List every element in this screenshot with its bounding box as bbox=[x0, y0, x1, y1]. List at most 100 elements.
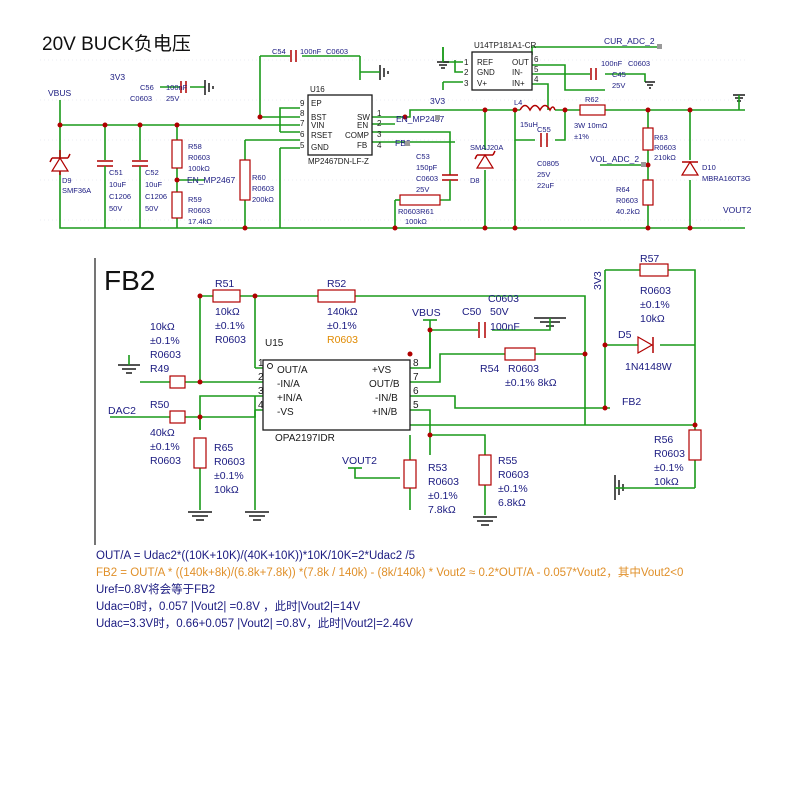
r52-tolerance: ±0.1% bbox=[327, 320, 357, 332]
c45-voltage: 25V bbox=[612, 81, 625, 90]
u15-chip: U15 OPA2197IDR OUT/A -IN/A +IN/A -VS 1 2… bbox=[258, 338, 419, 444]
cap-c54 bbox=[290, 50, 297, 62]
net-3v3-top: 3V3 bbox=[110, 72, 125, 82]
r56-ref: R56 bbox=[654, 434, 673, 446]
c54-ref: C54 bbox=[272, 47, 286, 56]
c53-voltage: 25V bbox=[416, 185, 429, 194]
u14-pin-out: OUT bbox=[512, 58, 529, 67]
r62-ref: R62 bbox=[585, 95, 599, 104]
note-udac-3v3: Udac=3.3V时，0.66+0.057 |Vout2| =0.8V，此时|V… bbox=[96, 618, 413, 630]
top-grid bbox=[40, 59, 745, 221]
r54-ref: R54 bbox=[480, 363, 499, 375]
c51-voltage: 50V bbox=[109, 204, 122, 213]
r59-ref: R59 bbox=[188, 195, 202, 204]
diode-d8 bbox=[474, 150, 496, 169]
r55-value: 6.8kΩ bbox=[498, 497, 526, 509]
u16-num-6: 6 bbox=[300, 130, 305, 139]
net-en-left: EN_MP2467 bbox=[187, 175, 235, 185]
r51-tolerance: ±0.1% bbox=[215, 320, 245, 332]
net-fb2-top: FB2 bbox=[395, 138, 411, 148]
u15-pin-inb-plus: +IN/B bbox=[372, 407, 398, 418]
r59-package: R0603 bbox=[188, 206, 210, 215]
u15-num-6: 6 bbox=[413, 386, 419, 397]
u16-pin-fb: FB bbox=[357, 141, 367, 150]
r58-value: 100kΩ bbox=[188, 164, 210, 173]
c53-package: C0603 bbox=[416, 174, 438, 183]
c52-voltage: 50V bbox=[145, 204, 158, 213]
bottom-junctions bbox=[197, 293, 698, 438]
r57-ref: R57 bbox=[640, 253, 659, 265]
u15-ref: U15 bbox=[265, 338, 284, 349]
r55-ref: R55 bbox=[498, 455, 517, 467]
ground-r49 bbox=[118, 364, 140, 374]
d9-part: SMF36A bbox=[62, 186, 91, 195]
u15-part: OPA2197IDR bbox=[275, 433, 335, 444]
u15-num-3: 3 bbox=[258, 386, 264, 397]
c53-value: 150pF bbox=[416, 163, 438, 172]
r51-package: R0603 bbox=[215, 334, 246, 346]
net-en-right: EN_MP2467 bbox=[396, 114, 444, 124]
note-udac-zero: Udac=0时，0.057 |Vout2| =0.8V ，此时|Vout2|=1… bbox=[96, 601, 361, 613]
top-junctions bbox=[57, 107, 693, 231]
net-cur-adc: CUR_ADC_2 bbox=[604, 36, 655, 46]
u15-num-2: 2 bbox=[258, 372, 264, 383]
c56-value: 100nF bbox=[166, 83, 188, 92]
c45-package: C0603 bbox=[628, 59, 650, 68]
note-outa-formula: OUT/A = Udac2*((10K+10K)/(40K+10K))*10K/… bbox=[96, 550, 415, 562]
resistor-r52 bbox=[317, 289, 356, 303]
u16-num-8: 8 bbox=[300, 109, 305, 118]
u14-num-6: 6 bbox=[534, 55, 539, 64]
c45-ref: C45 bbox=[612, 70, 626, 79]
calculation-notes: OUT/A = Udac2*((10K+10K)/(40K+10K))*10K/… bbox=[96, 548, 796, 633]
u14-pin-gnd: GND bbox=[477, 68, 495, 77]
r63-package: R0603 bbox=[654, 143, 676, 152]
r56-tolerance: ±0.1% bbox=[654, 462, 684, 474]
cap-c50 bbox=[478, 322, 486, 338]
u15-pin-ina-minus: -IN/A bbox=[277, 379, 300, 390]
c52-ref: C52 bbox=[145, 168, 159, 177]
r65-value: 10kΩ bbox=[214, 484, 239, 496]
r63-ref: R63 bbox=[654, 133, 668, 142]
bottom-panel: FB2 bbox=[94, 253, 702, 545]
u14-num-1: 1 bbox=[464, 58, 469, 67]
c51-value: 10uF bbox=[109, 180, 127, 189]
u15-pin-outa: OUT/A bbox=[277, 365, 308, 376]
u16-pin-bst: BST bbox=[311, 113, 327, 122]
d5-part: 1N4148W bbox=[625, 361, 672, 373]
net-3v3-bottom: 3V3 bbox=[592, 271, 604, 290]
r54-package: R0603 bbox=[508, 363, 539, 375]
net-3v3-u14: 3V3 bbox=[430, 96, 445, 106]
u16-pin-rset: RSET bbox=[311, 131, 332, 140]
inductor-l4 bbox=[519, 104, 556, 112]
c55-package: C0805 bbox=[537, 159, 559, 168]
cap-c55 bbox=[540, 133, 548, 147]
resistor-r49 bbox=[169, 375, 186, 389]
u14-num-2: 2 bbox=[464, 68, 469, 77]
net-vbus-bottom: VBUS bbox=[412, 307, 441, 319]
u16-pin-sw: SW bbox=[357, 113, 370, 122]
port-en bbox=[435, 115, 440, 120]
ground-r55 bbox=[473, 516, 497, 526]
d8-part: SMAJ20A bbox=[470, 143, 503, 152]
resistor-r58 bbox=[171, 139, 183, 169]
r50-package: R0603 bbox=[150, 455, 181, 467]
u16-part: MP2467DN-LF-Z bbox=[308, 157, 369, 166]
u16-pin-vin: VIN bbox=[311, 121, 325, 130]
resistor-r64 bbox=[642, 179, 654, 206]
r65-package: R0603 bbox=[214, 456, 245, 468]
u14-num-4: 4 bbox=[534, 75, 539, 84]
top-panel: 20V BUCK负电压 bbox=[40, 33, 752, 231]
u16-num-7: 7 bbox=[300, 119, 305, 128]
u16-chip: U16 MP2467DN-LF-Z EP BST VIN RSET GND 9 … bbox=[300, 85, 382, 166]
d5-ref: D5 bbox=[618, 329, 632, 341]
r55-tolerance: ±0.1% bbox=[498, 483, 528, 495]
c50-value: 100nF bbox=[490, 321, 520, 333]
r52-ref: R52 bbox=[327, 278, 346, 290]
resistor-r54 bbox=[504, 347, 536, 361]
r60-value: 200kΩ bbox=[252, 195, 274, 204]
u14-pin-vplus: V+ bbox=[477, 79, 487, 88]
r49-value: 10kΩ bbox=[150, 321, 175, 333]
l4-ref: L4 bbox=[514, 98, 522, 107]
c56-voltage: 25V bbox=[166, 94, 179, 103]
r61-value: 100kΩ bbox=[405, 217, 427, 226]
